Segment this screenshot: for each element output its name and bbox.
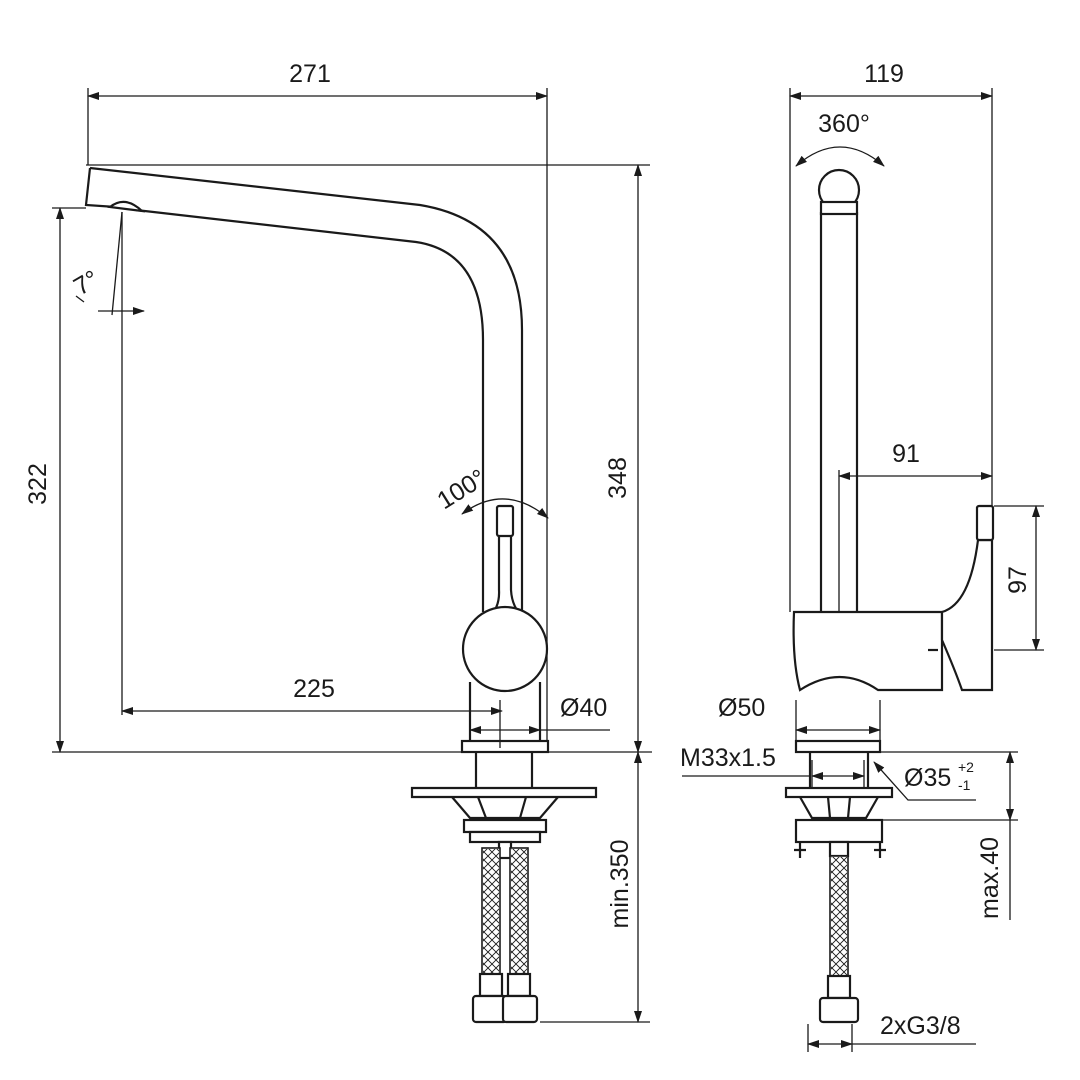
front-spout-outline [84, 166, 524, 612]
dim-d50-label: Ø50 [718, 694, 765, 722]
front-mount-washer [410, 786, 598, 799]
dim-thread-label: M33x1.5 [680, 744, 776, 772]
dim-225-label: 225 [293, 675, 335, 703]
dim-322-label: 322 [24, 463, 52, 505]
front-hose-ferrule-right [506, 972, 532, 998]
dim-119-label: 119 [864, 60, 904, 88]
dim-d35-tol-lower: -1 [958, 777, 971, 793]
front-hose-right-braid [511, 849, 527, 973]
dim-max40-label: max.40 [976, 837, 1004, 919]
front-mount-nut-2 [468, 830, 542, 844]
side-shank [808, 752, 870, 788]
dim-348-label: 348 [604, 457, 632, 499]
side-base-plate [794, 739, 882, 754]
dim-97-label: 97 [1004, 566, 1032, 594]
side-hose-ferrule [826, 974, 852, 1000]
dim-360deg-arc [795, 146, 885, 167]
front-mount-nut [462, 818, 548, 834]
dim-g38-label: 2xG3/8 [880, 1012, 961, 1040]
dim-min350-label: min.350 [606, 840, 634, 929]
side-mount-stud [828, 840, 850, 858]
front-hose-nut-right [501, 994, 539, 1024]
front-lever-tip [495, 504, 515, 538]
front-hose-ferrule-left [478, 972, 504, 998]
side-view: 119 360° 91 97 Ø50 M33x1.5 Ø35 +2 -1 max… [680, 60, 1044, 1052]
dim-271-label: 271 [289, 60, 331, 88]
side-mount-bolts [794, 842, 886, 858]
side-riser [819, 212, 859, 612]
dim-d35-label: Ø35 [904, 764, 951, 792]
dim-360deg-label: 360° [818, 110, 870, 138]
front-view: 271 348 322 225 Ø40 7° 100° min.350 [24, 60, 652, 1024]
dim-100deg-arc [461, 498, 549, 519]
dim-7deg-tick [75, 295, 85, 303]
dim-7deg-label: 7° [69, 265, 104, 301]
dim-91-label: 91 [892, 440, 920, 468]
front-extension-lines [52, 88, 652, 1023]
dim-d40-label: Ø40 [560, 694, 607, 722]
dim-d35-tol-upper: +2 [958, 759, 974, 775]
side-hose-nut [818, 996, 860, 1024]
front-base-plate [460, 739, 550, 754]
dim-d35-leader [873, 761, 976, 801]
front-shank [474, 752, 534, 788]
side-body [792, 610, 944, 692]
side-hose-braid [831, 857, 847, 975]
front-body-knob [461, 605, 549, 693]
side-mount-nut [794, 818, 884, 844]
side-mount-washer [784, 786, 894, 799]
front-hose-left-braid [483, 849, 499, 973]
side-mount-bracket [799, 796, 879, 820]
front-mount-bracket [451, 796, 559, 820]
side-lever [940, 538, 994, 692]
side-lever-tip [975, 504, 995, 542]
front-aerator [107, 200, 146, 213]
side-spout-collar [819, 200, 859, 216]
dim-7deg-axis [111, 211, 123, 316]
